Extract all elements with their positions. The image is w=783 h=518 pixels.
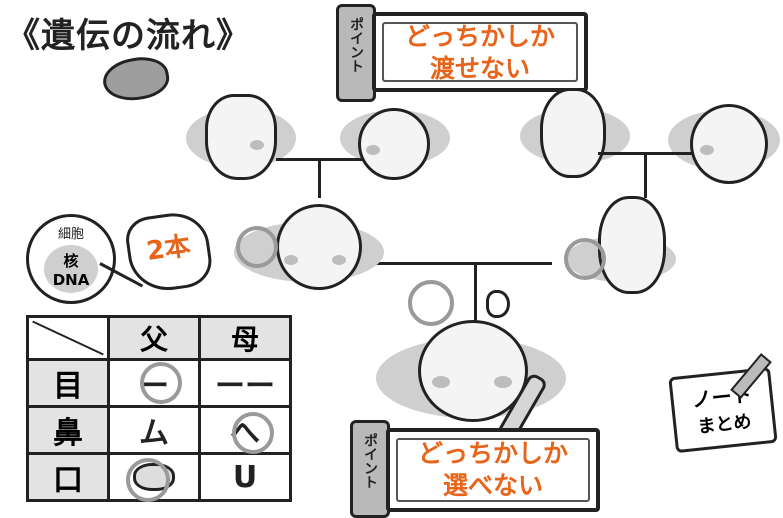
banner-top-line1: どっちかしか bbox=[404, 22, 555, 51]
father-nose-cell: ム bbox=[107, 405, 201, 455]
mascot-icon bbox=[99, 52, 173, 106]
banner-bottom-rod: ポイント bbox=[350, 420, 390, 518]
father-gene-ring bbox=[236, 226, 278, 268]
banner-top-rod-label: ポイント bbox=[348, 17, 364, 73]
grandfather-left-face bbox=[205, 94, 277, 180]
banner-top: どっちかしか 渡せない bbox=[372, 12, 588, 92]
mother-gene-ring bbox=[564, 238, 606, 280]
table-header-row: 父 母 bbox=[26, 315, 292, 361]
cell-label: 細胞 bbox=[57, 227, 84, 242]
passed-gene-left bbox=[408, 280, 454, 326]
selected-mouth-ring bbox=[126, 458, 170, 502]
nucleus-label: 核 bbox=[63, 252, 79, 270]
selected-eye-ring bbox=[140, 362, 182, 404]
cell-bubble: 細胞 核 DNA bbox=[26, 214, 116, 304]
father-face bbox=[276, 204, 362, 290]
burst-label: 2本 bbox=[144, 231, 193, 267]
page-title: 《遺伝の流れ》 bbox=[6, 16, 251, 56]
banner-top-line2: 渡せない bbox=[429, 54, 530, 83]
grandmother-left-face bbox=[358, 108, 430, 180]
banner-top-rod: ポイント bbox=[336, 4, 376, 102]
header-father: 父 bbox=[107, 315, 201, 361]
mother-face bbox=[598, 196, 666, 294]
two-strands-burst: 2本 bbox=[123, 208, 215, 296]
passed-gene-right bbox=[486, 290, 510, 318]
selected-nose-ring bbox=[232, 412, 274, 454]
child-face bbox=[418, 320, 528, 422]
mother-mouth-value: U bbox=[232, 459, 258, 495]
trait-mouth: 口 bbox=[26, 452, 110, 502]
header-mother: 母 bbox=[198, 315, 292, 361]
nucleus-circle: 核 DNA bbox=[44, 245, 98, 293]
note-summary-badge: ノート まとめ bbox=[668, 366, 778, 454]
table-corner bbox=[26, 315, 110, 361]
trait-nose: 鼻 bbox=[26, 405, 110, 455]
grandfather-right-face bbox=[540, 88, 606, 178]
banner-bottom-line1: どっちかしか bbox=[417, 439, 568, 468]
banner-bottom: どっちかしか 選べない bbox=[386, 428, 600, 512]
banner-bottom-rod-label: ポイント bbox=[362, 433, 378, 489]
father-nose-value: ム bbox=[139, 416, 169, 451]
dna-label: DNA bbox=[52, 271, 90, 289]
banner-bottom-line2: 選べない bbox=[442, 471, 543, 500]
mother-eye-value: ーー bbox=[215, 369, 275, 404]
mother-eye-cell: ーー bbox=[198, 358, 292, 408]
trait-eye: 目 bbox=[26, 358, 110, 408]
mother-mouth-cell: U bbox=[198, 452, 292, 502]
grandmother-right-face bbox=[690, 104, 768, 184]
